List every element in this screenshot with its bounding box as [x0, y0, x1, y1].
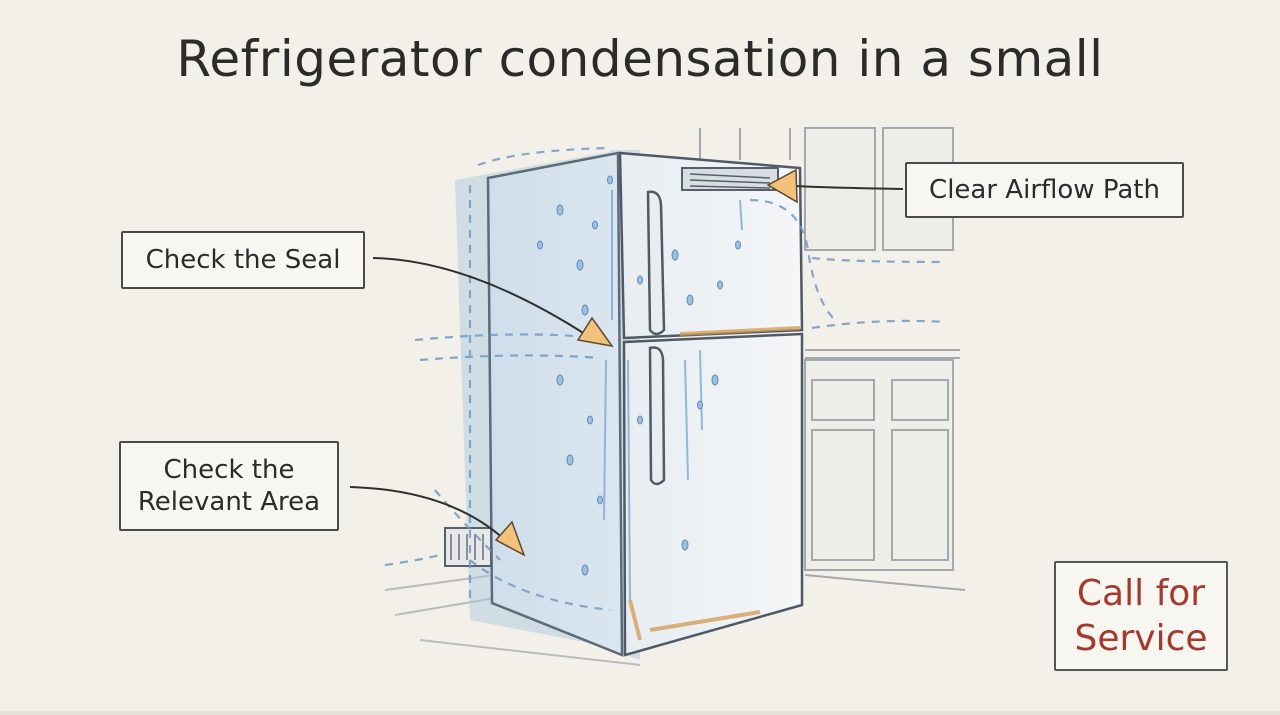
top-vent-icon [681, 167, 779, 191]
label-call-service-text: Call for Service [1074, 573, 1208, 659]
callout-arrows [349, 185, 904, 541]
label-check-area: Check the Relevant Area [119, 441, 339, 531]
label-check-area-text: Check the Relevant Area [137, 454, 321, 518]
label-clear-airflow-text: Clear Airflow Path [929, 174, 1160, 205]
label-check-seal: Check the Seal [121, 231, 365, 289]
fridge-side [486, 151, 624, 657]
fridge-handles [646, 190, 666, 486]
label-call-service: Call for Service [1054, 561, 1228, 671]
water-drips [603, 190, 743, 601]
arrow-heads [494, 168, 798, 557]
seal-stain [628, 326, 801, 641]
floor [384, 574, 641, 666]
water-droplet-icons [537, 175, 741, 576]
kitchen-cabinets [699, 127, 966, 591]
diagram-title: Refrigerator condensation in a small [176, 30, 1104, 88]
label-clear-airflow: Clear Airflow Path [905, 162, 1184, 218]
label-check-seal-text: Check the Seal [145, 244, 341, 275]
bottom-edge [0, 711, 1280, 715]
floor-vent-icon [444, 527, 492, 567]
fridge-main-door [622, 332, 804, 657]
